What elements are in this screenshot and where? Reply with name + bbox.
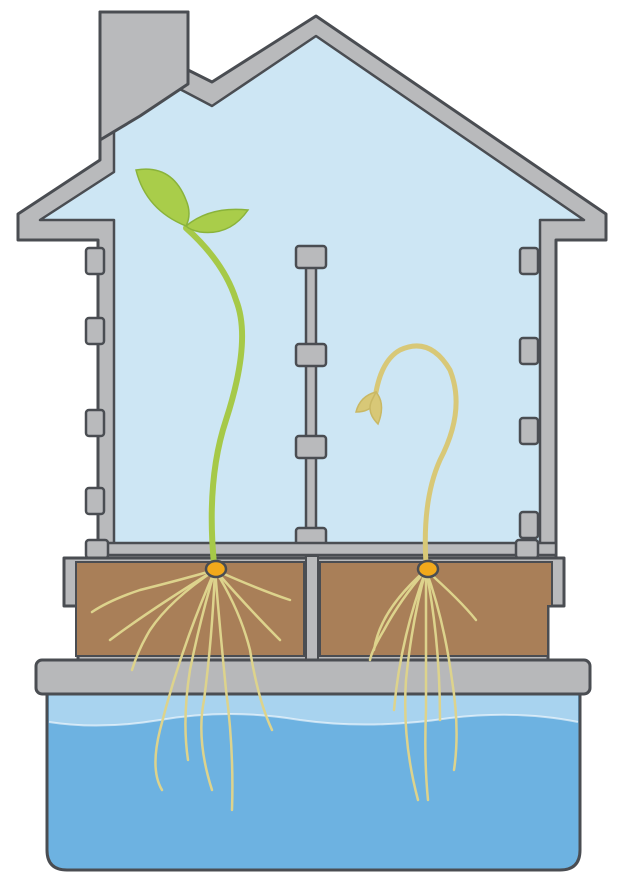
seed-icon xyxy=(206,561,226,577)
floor-rail xyxy=(86,540,556,558)
trough-rim xyxy=(36,660,590,694)
water-trough xyxy=(47,690,580,870)
soil-divider xyxy=(306,556,318,660)
seed-icon xyxy=(418,561,438,577)
greenhouse-house xyxy=(18,12,606,560)
soil-bed xyxy=(64,556,564,660)
